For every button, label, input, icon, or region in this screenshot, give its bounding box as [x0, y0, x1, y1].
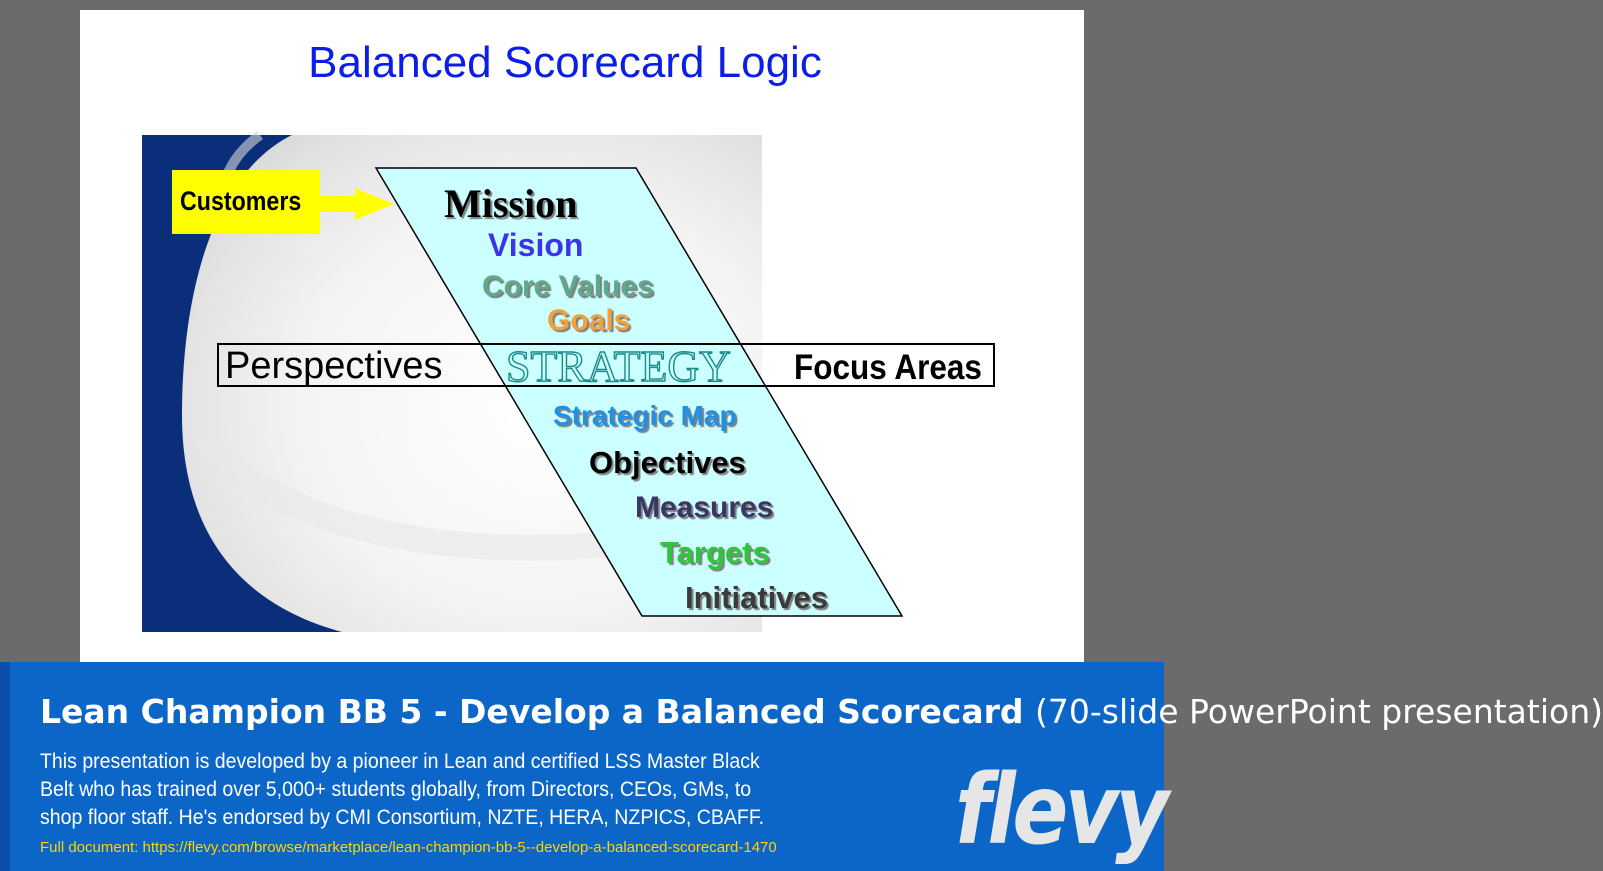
- flevy-logo[interactable]: flevy: [955, 754, 1169, 866]
- initiatives-label: Initiatives: [685, 580, 828, 615]
- footer-title-bold: Lean Champion BB 5 - Develop a Balanced …: [40, 692, 1024, 731]
- customers-label: Customers: [180, 186, 302, 216]
- customers-arrow: [320, 188, 394, 220]
- strategy-bar: [217, 343, 995, 387]
- footer-title-light: (70-slide PowerPoint presentation): [1035, 692, 1603, 731]
- objectives-label: Objectives: [589, 445, 746, 480]
- slide: Balanced Scorecard Logic Customers: [80, 10, 1084, 665]
- footer-banner: Lean Champion BB 5 - Develop a Balanced …: [0, 662, 1603, 871]
- diagram-shapes: [80, 10, 1084, 665]
- core-values-label: Core Values: [482, 270, 654, 303]
- targets-label: Targets: [660, 535, 770, 570]
- focus-areas-label: Focus Areas: [794, 348, 982, 387]
- vision-label: Vision: [488, 227, 584, 263]
- strategy-parallelogram: [374, 167, 904, 617]
- full-document-link[interactable]: Full document: https://flevy.com/browse/…: [40, 839, 777, 856]
- strategy-label: STRATEGY: [505, 341, 731, 391]
- footer-title: Lean Champion BB 5 - Develop a Balanced …: [40, 692, 1603, 731]
- footer-edge: [0, 662, 10, 871]
- measures-label: Measures: [635, 491, 774, 524]
- perspectives-label: Perspectives: [225, 345, 443, 387]
- footer-description: This presentation is developed by a pion…: [40, 750, 765, 829]
- mission-label: Mission: [444, 181, 578, 226]
- goals-label: Goals: [547, 304, 631, 337]
- slide-title: Balanced Scorecard Logic: [308, 38, 822, 87]
- customers-box: Customers: [172, 170, 320, 234]
- strategic-map-label: Strategic Map: [553, 400, 737, 431]
